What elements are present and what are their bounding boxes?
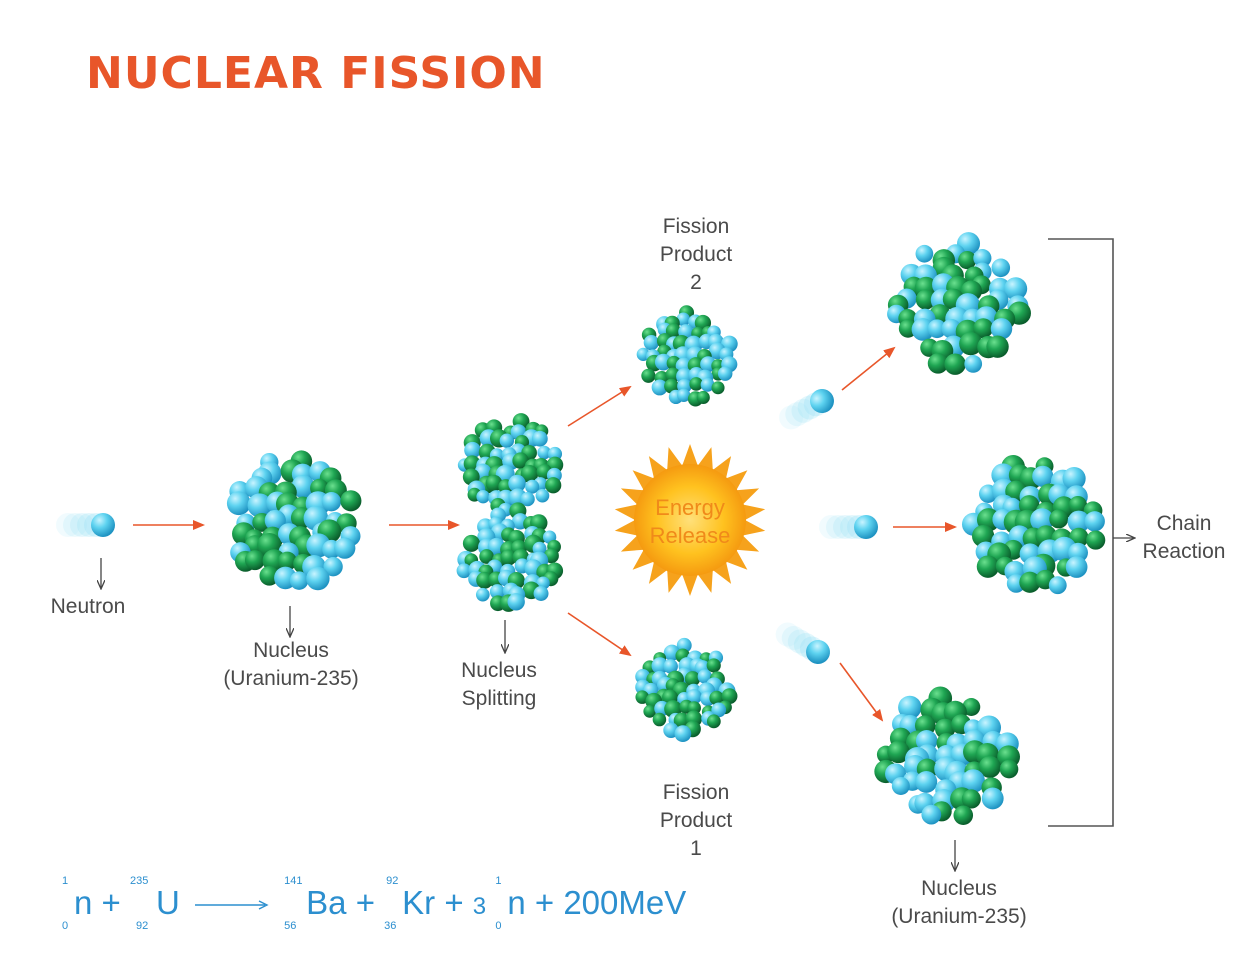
neutron-label: Neutron (50, 595, 126, 618)
energy-release-sun (614, 444, 766, 596)
chain-nucleus-middle (961, 455, 1106, 595)
fission-product-2-nucleus (636, 305, 738, 407)
chain-reaction-label: Chain Reaction (1142, 512, 1226, 563)
energy-term: 200MeV (563, 884, 687, 921)
arrow-chain-bottom (839, 662, 884, 722)
released-neutron-top (779, 389, 834, 430)
chain-nucleus-top (887, 232, 1031, 375)
released-neutron-bottom (775, 622, 830, 664)
uranium-nucleus (226, 450, 362, 591)
incoming-neutron (56, 513, 115, 537)
nucleus-splitting-label: Nucleus Splitting (461, 659, 537, 710)
reaction-arrow (195, 895, 269, 915)
fission-product-1-nucleus (635, 637, 738, 743)
fission-product-1-label: Fission Product 1 (659, 781, 733, 860)
nucleus-uranium-label-2: Nucleus (Uranium-235) (891, 877, 1027, 928)
splitting-nucleus-top (457, 413, 564, 520)
arrow-to-product-2 (567, 385, 632, 427)
chain-reaction-bracket (1048, 238, 1134, 827)
released-neutron-middle (819, 515, 878, 539)
splitting-nucleus-bottom (456, 507, 564, 612)
fission-product-2-label: Fission Product 2 (659, 215, 733, 294)
energy-release-label: Energy Release (649, 495, 731, 548)
arrow-to-product-1 (567, 612, 632, 657)
page-title: NUCLEAR FISSION (86, 48, 546, 99)
arrow-chain-top (841, 346, 896, 391)
neutron-coefficient: 3 (472, 893, 487, 920)
chain-nucleus-bottom (874, 686, 1020, 826)
nucleus-label: Nucleus (Uranium-235) (223, 639, 359, 690)
